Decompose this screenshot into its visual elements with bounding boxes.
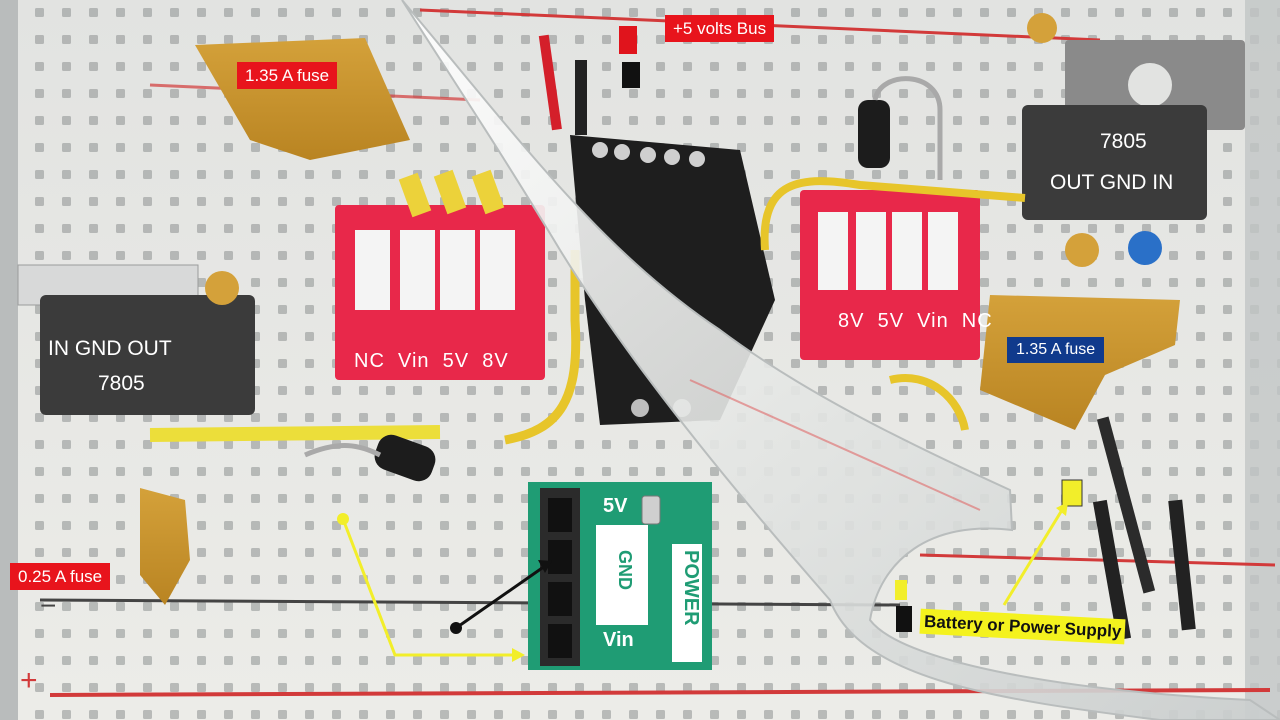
- arrow-battery-yellow: [1002, 479, 1083, 606]
- regulator-left-name: 7805: [98, 372, 145, 395]
- dip-right-pins: 8V 5V Vin NC: [838, 310, 993, 332]
- regulator-left: [40, 295, 255, 415]
- power-title-label: POWER: [680, 550, 702, 626]
- bus-label: +5 volts Bus: [665, 15, 775, 42]
- diode-top: [858, 100, 890, 168]
- regulator-left-pins: IN GND OUT: [48, 337, 172, 360]
- arrow-ground-black: [450, 560, 552, 634]
- regulator-right: [1022, 105, 1207, 220]
- power-vin-label: Vin: [603, 629, 634, 651]
- svg-text:+: +: [20, 664, 38, 697]
- dip-left-pins: NC Vin 5V 8V: [354, 350, 509, 372]
- fuse-top-left-label: 1.35 A fuse: [237, 62, 338, 89]
- fuse-bottom-left: [140, 488, 190, 605]
- diode-bottom: [374, 434, 436, 482]
- power-5v-label: 5V: [603, 495, 628, 517]
- label-ribbon: [401, 0, 1280, 720]
- fuse-right-label: 1.35 A fuse: [1007, 337, 1105, 363]
- arrow-power-yellow: [337, 513, 525, 662]
- regulator-right-name: 7805: [1100, 130, 1147, 153]
- fuse-bottom-left-label: 0.25 A fuse: [10, 563, 111, 590]
- svg-text:−: −: [40, 590, 56, 621]
- regulator-right-pins: OUT GND IN: [1050, 171, 1174, 194]
- power-gnd-label: GND: [615, 550, 635, 590]
